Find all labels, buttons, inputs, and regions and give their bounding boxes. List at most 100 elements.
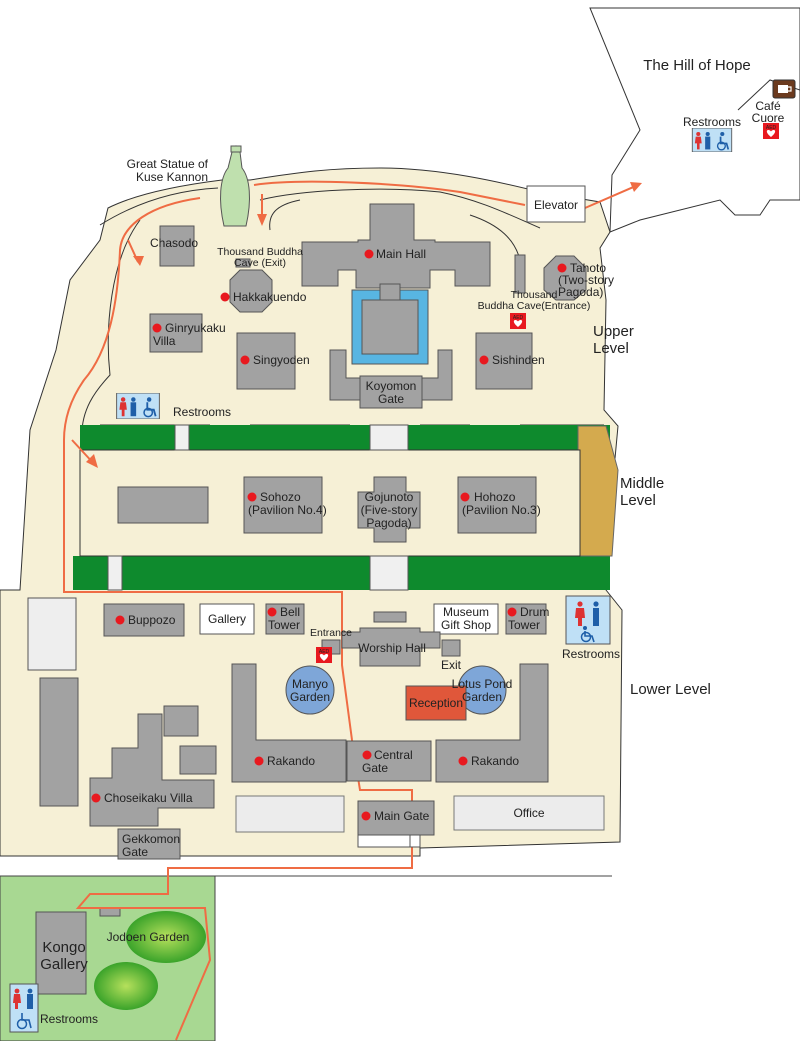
reception-label: Reception xyxy=(409,696,463,710)
main-gate-label: Main Gate xyxy=(374,809,430,823)
koyomon-gate-building[interactable] xyxy=(359,375,423,409)
chasodo-building[interactable] xyxy=(159,225,195,267)
gallery-building[interactable] xyxy=(199,603,255,635)
chasodo-label: Chasodo xyxy=(150,236,198,250)
main-hall-building[interactable] xyxy=(301,203,491,289)
hohozo-label-1: Hohozo xyxy=(474,490,516,504)
main-hall-label: Main Hall xyxy=(376,247,426,261)
drum-tower-label-2: Tower xyxy=(508,618,540,632)
marker-main-gate-icon xyxy=(361,811,371,821)
singyoden-label: Singyoden xyxy=(253,353,310,367)
manyo-label-2: Garden xyxy=(290,690,330,704)
jodoen-garden-lawn-2 xyxy=(94,962,158,1010)
upper-level-label-2: Level xyxy=(593,340,629,357)
thousand-buddha-exit-label-2: Cave (Exit) xyxy=(234,257,286,269)
ginryukaku-label-2: Villa xyxy=(153,334,176,348)
lower-small-building-1 xyxy=(163,705,199,737)
exit-label: Exit xyxy=(441,658,462,672)
thousand-buddha-exit-box xyxy=(235,258,251,268)
small-shelter xyxy=(99,907,121,917)
gojunoto-building[interactable] xyxy=(357,476,421,543)
sohozo-label-1: Sohozo xyxy=(260,490,301,504)
gojunoto-label-2: (Five-story xyxy=(361,503,418,517)
upper-restrooms-icon[interactable] xyxy=(115,393,161,419)
great-statue-label-2: Kuse Kannon xyxy=(136,170,208,184)
thousand-buddha-exit-label-1: Thousand Buddha xyxy=(217,246,303,258)
stairs-lower-center xyxy=(369,555,409,591)
lower-level-label: Lower Level xyxy=(630,681,711,698)
ginryukaku-label-1: Ginryukaku xyxy=(165,321,226,335)
marker-rakando-left-icon xyxy=(254,756,264,766)
stairs-upper-left xyxy=(174,424,190,451)
sohozo-building[interactable] xyxy=(243,476,323,534)
hohozo-label-2: (Pavilion No.3) xyxy=(462,503,541,517)
left-building xyxy=(39,677,79,807)
marker-drum-tower-icon xyxy=(507,607,517,617)
tahoto-building[interactable] xyxy=(543,255,587,301)
tahoto-label-3: Pagoda) xyxy=(558,285,603,299)
aed-icon xyxy=(316,647,332,663)
cafe-cup-icon[interactable] xyxy=(772,79,796,99)
main-hall-pond-island xyxy=(361,299,419,355)
hill-of-hope-label: The Hill of Hope xyxy=(643,57,751,74)
hakkakuendo-label: Hakkakuendo xyxy=(233,290,307,304)
kongo-gallery-building[interactable] xyxy=(35,911,87,995)
rakando-left-building[interactable] xyxy=(231,663,347,783)
hakkakuendo-building[interactable] xyxy=(229,269,273,313)
ginryukaku-villa-building[interactable] xyxy=(149,313,203,353)
pond-bridge xyxy=(379,283,401,301)
route-arrows xyxy=(86,182,642,468)
choseikaku-villa-building[interactable] xyxy=(89,713,215,827)
kongo-restrooms-icon[interactable] xyxy=(9,983,39,1033)
cafe-label-2: Cuore xyxy=(752,111,785,125)
marker-choseikaku-icon xyxy=(91,793,101,803)
lotus-pond-label-1: Lotus Pond xyxy=(452,677,513,691)
gekkomon-gate-building[interactable] xyxy=(117,828,181,860)
elevator-label: Elevator xyxy=(534,198,578,212)
great-statue-kuse-kannon[interactable] xyxy=(220,145,250,227)
hill-restrooms-icon[interactable] xyxy=(691,128,733,152)
museum-label-2: Gift Shop xyxy=(441,618,491,632)
worship-hall-building[interactable] xyxy=(341,627,441,667)
hohozo-building[interactable] xyxy=(457,476,537,534)
central-gate-label-2: Gate xyxy=(362,761,388,775)
marker-buppozo-icon xyxy=(115,615,125,625)
kongo-restrooms-label: Restrooms xyxy=(40,1012,98,1026)
lower-hedge xyxy=(73,556,610,590)
aed-icon xyxy=(510,313,526,329)
lower-restrooms-label: Restrooms xyxy=(562,647,620,661)
elevator-building[interactable] xyxy=(526,185,586,223)
lower-restrooms-icon[interactable] xyxy=(565,595,611,645)
main-gate-steps xyxy=(357,834,419,848)
middle-level-label-2: Level xyxy=(620,492,656,509)
bell-tower-label-1: Bell xyxy=(280,605,300,619)
upper-restrooms-label: Restrooms xyxy=(173,405,231,419)
reception-building[interactable] xyxy=(405,685,467,721)
cafe-label-1: Café xyxy=(755,99,781,113)
worship-hall-label: Worship Hall xyxy=(358,641,426,655)
central-gate-building[interactable] xyxy=(346,740,432,782)
museum-gift-shop-building[interactable] xyxy=(433,603,499,635)
kongo-gallery-label-2: Gallery xyxy=(40,956,88,973)
office-label: Office xyxy=(513,806,544,820)
marker-bell-tower-icon xyxy=(267,607,277,617)
office-building[interactable] xyxy=(453,795,605,831)
rakando-right-building[interactable] xyxy=(435,663,549,783)
gekkomon-label-2: Gate xyxy=(122,845,148,859)
thousand-buddha-entrance-label-2: Buddha Cave(Entrance) xyxy=(478,300,591,312)
manyo-garden-pond[interactable] xyxy=(285,665,335,715)
jodoen-garden-label: Jodoen Garden xyxy=(107,930,190,944)
hill-restrooms-label: Restrooms xyxy=(683,115,741,129)
great-statue-label-1: Great Statue of xyxy=(127,157,209,171)
kongo-gallery-label-1: Kongo xyxy=(42,939,85,956)
marker-sohozo-icon xyxy=(247,492,257,502)
tahoto-label-1: Tahoto xyxy=(570,261,606,275)
aed-icon xyxy=(763,123,779,139)
lower-left-hall xyxy=(235,795,345,833)
small-lantern-building xyxy=(373,611,407,623)
gojunoto-label-3: Pagoda) xyxy=(366,516,411,530)
bell-tower-label-2: Tower xyxy=(268,618,300,632)
gojunoto-label-1: Gojunoto xyxy=(365,490,414,504)
lower-small-building-2 xyxy=(179,745,217,775)
